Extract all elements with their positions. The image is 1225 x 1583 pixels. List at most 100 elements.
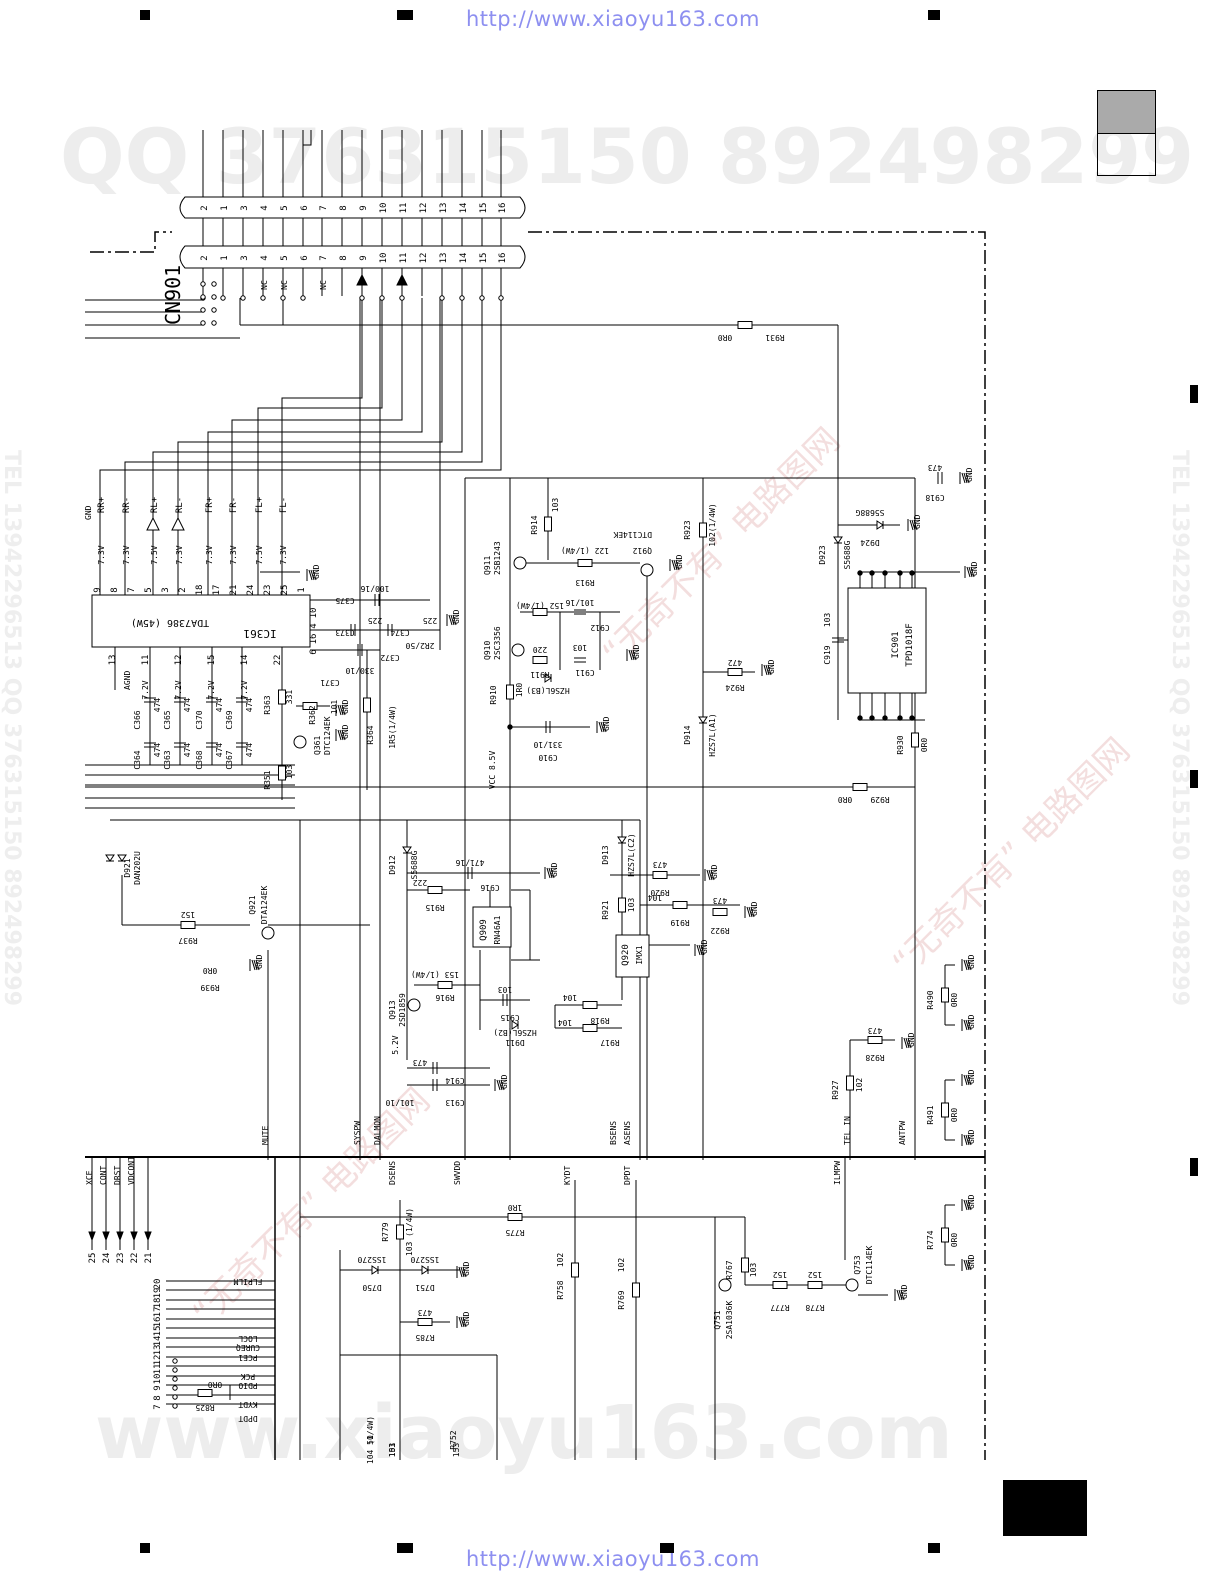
diode-val: HZS7L(C2) (627, 833, 636, 876)
diode-val: 1SS270 (357, 1255, 386, 1264)
ground-symbol (696, 944, 701, 956)
input-arrow (102, 1231, 110, 1242)
cap-val: 474 (183, 743, 192, 758)
ground-symbol (963, 1074, 968, 1086)
res-ref: R939 (200, 983, 219, 992)
bus-net-bottom: DSENS (388, 1161, 397, 1185)
cap-val: 471/16 (455, 858, 484, 867)
R921 (618, 897, 626, 913)
ground-symbol (708, 869, 713, 881)
res-ref: R918 (590, 1016, 609, 1025)
q-val: 2SB1243 (493, 541, 502, 575)
res-val: 152 (808, 1270, 823, 1279)
amp-side-pin: 10 (309, 608, 319, 619)
io-label: PDIO (238, 1381, 257, 1390)
ground-symbol (460, 1266, 465, 1278)
bus-net-top: TEL IN (843, 1116, 852, 1145)
gnd-label: GND (967, 1069, 976, 1084)
res-ref: R785 (415, 1333, 434, 1342)
amp-pin: 1 (297, 587, 307, 592)
junction-dot (897, 570, 903, 576)
terminal (479, 295, 485, 301)
cap-val: 225 (368, 616, 383, 625)
output-label: FL- (279, 497, 289, 513)
cap-ref: C373 (335, 628, 354, 637)
url-top[interactable]: http://www.xiaoyu163.com (466, 7, 760, 31)
D750 (371, 1265, 379, 1275)
q-val: 2SA1036K (725, 1301, 734, 1340)
res-ref: R774 (926, 1230, 935, 1249)
io-pin: 17 (153, 1307, 163, 1318)
ground-symbol (967, 1074, 972, 1086)
output-label: RL+ (150, 496, 160, 513)
io-pin: 16 (153, 1317, 163, 1328)
res-val: 152 (1/4W) (516, 601, 564, 610)
Q751 (718, 1278, 732, 1292)
D914 (698, 716, 708, 724)
url-bottom[interactable]: http://www.xiaoyu163.com (466, 1547, 760, 1571)
terminal (200, 307, 206, 313)
res-ref: R919 (670, 918, 689, 927)
connector-pin-bottom: 11 (399, 253, 409, 264)
q-ref: Q361 (313, 736, 322, 755)
amp-ic-label: IC361 (243, 627, 276, 640)
R785 (417, 1318, 433, 1326)
io-pin: 10 (153, 1374, 163, 1385)
ground-symbol (965, 959, 970, 971)
io-pin: 13 (153, 1345, 163, 1356)
amp-side-pin: 16 (309, 634, 319, 645)
amp-side-pin: 6 (309, 649, 319, 654)
vcc-label: VCC 8.5V (488, 751, 497, 790)
res-val: 104 (558, 1018, 573, 1027)
res-val: 0R0 (718, 333, 733, 342)
ground-symbol (965, 472, 970, 484)
ground-symbol (909, 519, 914, 531)
q-ref: Q911 (483, 556, 492, 575)
gnd-label: GND (500, 1074, 509, 1089)
connector-pin-bottom: 15 (479, 253, 489, 264)
res-ref: R363 (263, 695, 272, 714)
res-val: 1R5(1/4W) (388, 705, 397, 748)
cap-ref: C915 (500, 1013, 519, 1022)
ground-symbol (970, 566, 975, 578)
q920-val: IMX1 (635, 945, 644, 964)
cap-ref: C365 (163, 710, 172, 729)
connector-pin-top: 11 (399, 203, 409, 214)
res-val: 104 (563, 993, 578, 1002)
ground-symbol (903, 1037, 908, 1049)
D912 (402, 846, 412, 854)
ground-symbol (967, 1259, 972, 1271)
D923 (833, 536, 843, 544)
io-pin: 11 (153, 1364, 163, 1375)
bus-net-bottom: SWVDD (453, 1161, 462, 1185)
res-ref: R910 (489, 685, 498, 704)
diode-ref: D914 (683, 725, 692, 744)
q-val: 2SD1859 (398, 993, 407, 1027)
cap-val: 474 (215, 743, 224, 758)
ground-symbol (748, 906, 753, 918)
ground-symbol (500, 1079, 505, 1091)
reg-mark-r3 (1190, 1158, 1198, 1176)
cap-val: 474 (153, 698, 162, 713)
res-ref: R922 (710, 926, 729, 935)
terminal (211, 281, 217, 287)
R918 (582, 1001, 598, 1009)
cap-val: 2R2/50 (405, 641, 434, 650)
Q909 (472, 906, 512, 948)
terminal (211, 320, 217, 326)
terminal (172, 1376, 178, 1382)
res-val: 101 (330, 700, 339, 715)
R351 (278, 765, 286, 781)
amp-pin: 18 (195, 585, 205, 596)
page-tab (1097, 90, 1156, 176)
voltage-label: 7.3V (229, 545, 238, 564)
speaker-line (231, 298, 403, 600)
ground-symbol (308, 569, 313, 581)
cap-val: 474 (153, 743, 162, 758)
R920 (652, 871, 668, 879)
connector-pin-bottom: 14 (459, 253, 469, 264)
amp-pin-bottom: 14 (240, 655, 250, 666)
gnd-label: GND (452, 609, 461, 624)
ground-symbol (600, 721, 605, 733)
q909-ref: Q909 (479, 919, 489, 941)
